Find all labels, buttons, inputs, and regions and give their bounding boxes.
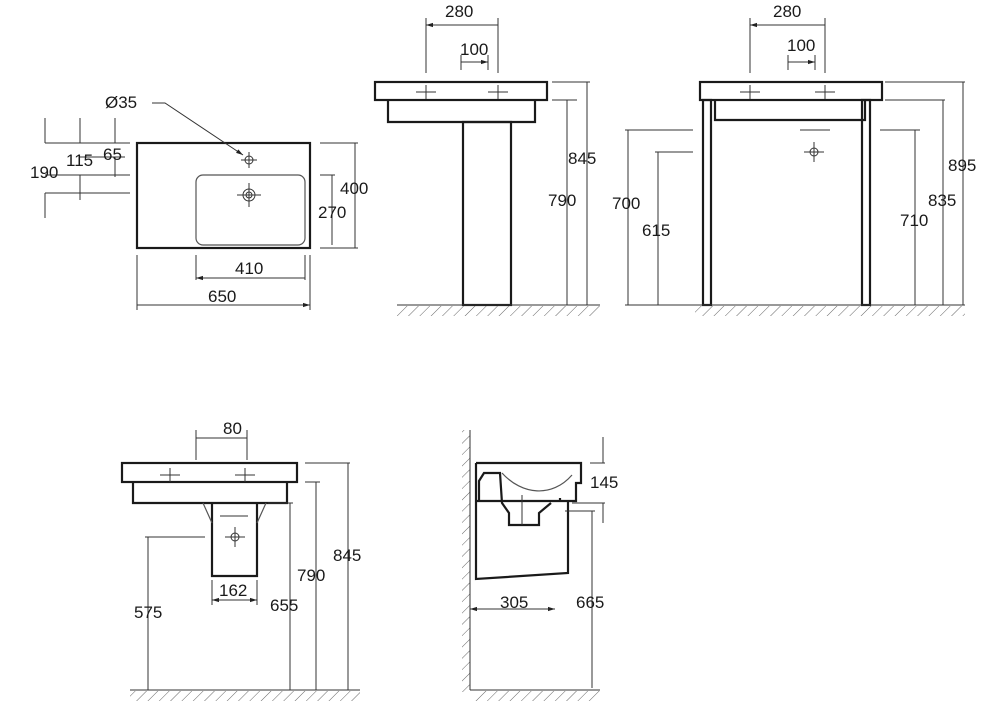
dim-790: 790 (548, 191, 576, 210)
dim-280: 280 (445, 2, 473, 21)
dim-400: 400 (340, 179, 368, 198)
dim-270: 270 (318, 203, 346, 222)
dim-650: 650 (208, 287, 236, 306)
dim-80: 80 (223, 419, 242, 438)
dim-100: 100 (460, 40, 488, 59)
dim-790: 790 (297, 566, 325, 585)
dim-410: 410 (235, 259, 263, 278)
top-view: Ø35 190 115 65 400 270 410 650 (30, 93, 368, 310)
console-view: 280 100 700 615 710 835 895 (612, 2, 976, 316)
dim-65: 65 (103, 145, 122, 164)
bowl-outline (195, 174, 306, 246)
dim-145: 145 (590, 473, 618, 492)
dim-190: 190 (30, 163, 58, 182)
dim-305: 305 (500, 593, 528, 612)
dim-280: 280 (773, 2, 801, 21)
dim-845: 845 (568, 149, 596, 168)
dim-575: 575 (134, 603, 162, 622)
dim-895: 895 (948, 156, 976, 175)
basin-outline (135, 141, 312, 250)
pedestal-view: 280 100 845 790 (373, 2, 600, 316)
wallhung-view: 80 162 575 655 790 845 (120, 419, 361, 701)
side-view: 145 305 665 (462, 430, 618, 701)
dim-845: 845 (333, 546, 361, 565)
dim-665: 665 (576, 593, 604, 612)
dim-615: 615 (642, 221, 670, 240)
dim-hole-diameter: Ø35 (105, 93, 137, 112)
dim-700: 700 (612, 194, 640, 213)
dim-115: 115 (66, 151, 93, 170)
dim-100: 100 (787, 36, 815, 55)
dim-710: 710 (900, 211, 928, 230)
dim-655: 655 (270, 596, 298, 615)
dim-835: 835 (928, 191, 956, 210)
dim-162: 162 (219, 581, 247, 600)
